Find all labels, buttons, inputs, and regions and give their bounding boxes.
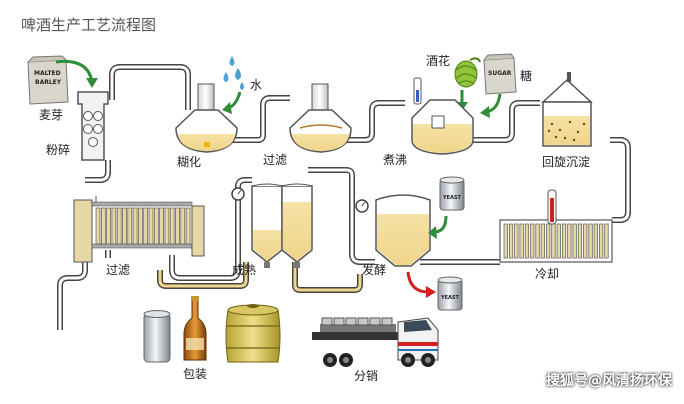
filter-plate [95,207,101,245]
exchanger-plate [556,223,561,259]
label-package: 包装 [183,367,208,381]
label-lauter-1: 过滤 [263,153,288,167]
sugar-arrowhead-icon [480,106,490,118]
brew-kettle-icon [411,99,474,155]
label-boil: 煮沸 [383,153,408,167]
water-arrowhead-icon [222,102,232,114]
exchanger-plate [503,223,508,259]
exchanger-plate [583,223,588,259]
label-crush: 粉碎 [46,143,71,157]
exchanger-plate [514,223,519,259]
label-water: 水 [250,78,263,92]
delivery-truck-icon [312,317,439,367]
label-cool: 冷却 [535,267,560,281]
beer-can-icon [143,310,171,363]
filter-plate [143,207,149,245]
exchanger-plate [546,223,551,259]
water-drops-icon [223,56,244,90]
filter-plate [164,207,170,245]
watermark: 搜狐号@风清扬环保 [546,373,672,389]
keg-icon [225,304,281,363]
yeast-can-text-2: YEAST [441,295,459,301]
crusher-icon [77,91,109,161]
exchanger-plate [524,223,530,259]
exchanger-plate [604,223,609,259]
filter-plate [148,207,154,245]
exchanger-plate [535,223,540,259]
yeast-can-icon-2 [437,276,463,311]
exchanger-plate [530,223,535,259]
exchanger-plate [561,223,567,259]
exchanger-plate [593,223,598,259]
yeast-arrowhead-icon-1 [428,226,437,239]
thermometer-icon [413,77,422,105]
label-distribute: 分销 [354,369,379,383]
filter-plate [180,207,186,245]
exchanger-plate [551,223,556,259]
malt-arrowhead-icon [86,78,98,88]
filter-plate [111,207,117,245]
exchanger-plate [519,223,524,259]
filter-plate [106,207,111,245]
exchanger-plate [508,223,514,259]
exchanger-plate [577,223,583,259]
yeast-recovery-arrow-icon [406,271,429,294]
malt-bag-text-2: BARLEY [35,79,62,86]
lauter-tun-icon [289,83,352,153]
yeast-can-text-1: YEAST [443,195,461,201]
maturation-tanks-icon [231,183,313,268]
exchanger-plate [588,223,593,259]
exchanger-plate [599,223,604,259]
label-whirlpool: 回旋沉淀 [542,155,591,169]
whirlpool-icon [541,72,593,147]
filter-press-icon [73,196,205,263]
label-malt: 麦芽 [39,108,64,122]
sugar-bag-icon [483,53,517,95]
sugar-bag-text: SUGAR [488,70,512,77]
label-mash: 糊化 [177,155,202,169]
yeast-recovery-arrowhead-icon [426,286,436,298]
filter-plate [116,207,122,245]
filter-plate [169,207,175,245]
hops-icon [454,57,481,88]
label-hops: 酒花 [426,54,451,68]
exchanger-plate [572,223,577,259]
label-lauter-2: 过滤 [106,263,131,277]
diagram-title: 啤酒生产工艺流程图 [21,16,157,34]
filter-plate [122,207,127,245]
filter-plate [138,207,143,245]
filter-plate [185,207,191,245]
fermenter-icon [355,194,431,267]
mash-tun-icon [175,83,238,153]
beer-bottle-icon [183,296,207,361]
filter-plate [153,207,159,245]
yeast-can-icon-1 [439,176,465,211]
exchanger-plate [567,223,572,259]
filter-plate [159,207,164,245]
exchanger-plate [540,223,545,259]
pipes [57,64,631,330]
heat-exchanger-icon [499,189,613,263]
malt-bag-text-1: MALTED [34,70,61,77]
filter-plate [132,207,138,245]
filter-plate [127,207,133,245]
filter-plate [175,207,180,245]
filter-plate [100,207,106,245]
label-ferment: 发酵 [362,263,387,277]
label-sugar: 糖 [520,69,533,83]
label-mature: 成熟 [232,263,257,277]
